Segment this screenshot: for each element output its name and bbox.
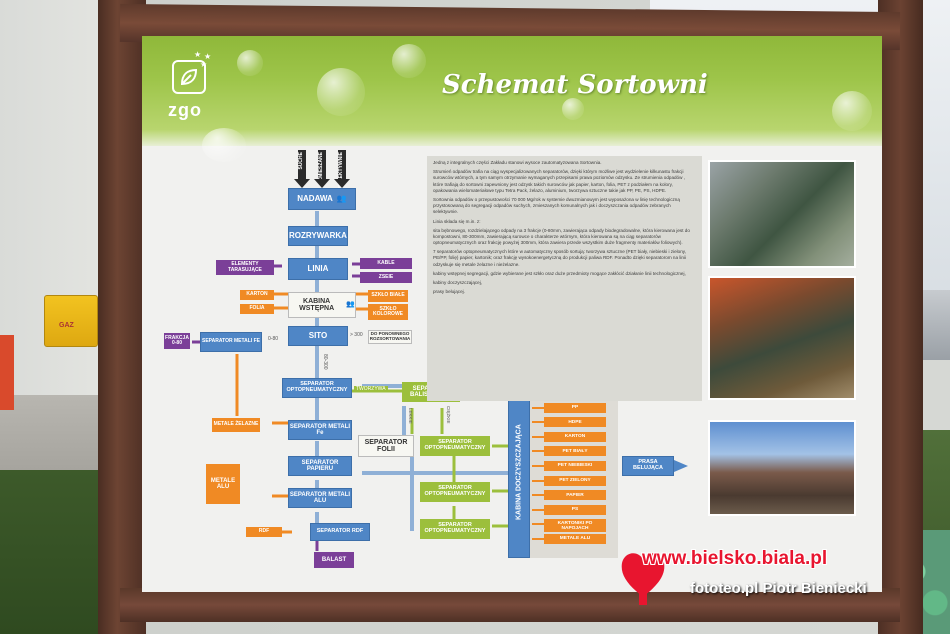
star-icon: ★ (204, 52, 212, 61)
output-arrow (532, 508, 544, 511)
output-arrow (532, 450, 544, 453)
kable-box: KABLE (360, 258, 412, 269)
intro-paragraph: Sortownia odpadów o przepustowości 70 00… (433, 196, 680, 215)
output-fraction-box: PS (544, 504, 606, 515)
separator-folii-box: SEPARATOR FOLII (358, 435, 414, 457)
tworzywa-label: TWORZYWA (354, 386, 388, 392)
separator-papieru-box: SEPARATOR PAPIERU (288, 456, 352, 476)
karton-box: KARTON (240, 290, 274, 300)
heart-logo-icon (621, 553, 665, 605)
photo-credit: fototeo.pl Piotr Bieniecki (690, 580, 867, 597)
logo-text: zgo (168, 100, 202, 120)
star-icon: ★ (200, 60, 208, 69)
nadawa-box: NADAWA👥 (288, 188, 356, 210)
sign-board: ★ ★ ★ zgo Schemat Sortowni SUCHE ZMIESZA… (142, 36, 882, 592)
output-arrow (532, 538, 544, 540)
intro-paragraph: Jedną z integralnych części Zakładu stan… (433, 160, 602, 165)
photo-loader (708, 420, 856, 516)
zseie-box: ZSEIE (360, 272, 412, 283)
intro-paragraph: Strumień odpadów trafia na ciąg wyspecja… (433, 169, 685, 193)
output-fraction-box: PP (544, 402, 606, 413)
output-arrow (532, 494, 544, 497)
output-fraction-box: PAPIER (544, 490, 606, 501)
input-arrow: ZMIESZANE (314, 150, 330, 188)
star-icon: ★ (194, 50, 202, 59)
rdf-box: RDF (246, 527, 282, 537)
intro-paragraph: Linia składa się m.in. z: (433, 218, 481, 224)
water-drop (317, 68, 365, 116)
balast-box: BALAST (314, 552, 354, 568)
watermark-url: www.bielsko.biala.pl (642, 548, 828, 569)
arrow-right-icon (674, 460, 688, 472)
szklo-kolorowe-box: SZKŁO KOLOROWE (368, 304, 408, 320)
label-0-80: 0-80 (268, 336, 279, 342)
workers-icon: 👥 (336, 193, 347, 203)
pavement (0, 395, 110, 475)
line-item: sita bębnowego, rozdzielającego odpady n… (433, 227, 690, 246)
output-arrow (532, 465, 544, 467)
output-fraction-box: PET NIEBIESKI (544, 461, 606, 471)
output-fraction-box: PET BIAŁY (544, 446, 606, 457)
line-item: 7 separatorów optopneumatycznych które w… (433, 249, 687, 267)
sign-title: Schemat Sortowni (442, 70, 708, 100)
line-item: prasy belującej. (433, 289, 465, 295)
output-arrow (532, 435, 544, 438)
frakcja-box: FRAKCJA 0-80 (164, 333, 190, 349)
input-arrow: SUCHE (294, 150, 310, 188)
line-item: kabiny wstępnej segregacji, gdzie wybier… (433, 270, 686, 276)
folia-box: FOLIA (240, 304, 274, 314)
label-300: > 300 (350, 332, 363, 338)
ciezkie-label: CIĘŻKIE (446, 406, 451, 424)
output-arrow (532, 523, 544, 526)
red-post (0, 335, 14, 410)
separator-rdf-box: SEPARATOR RDF (310, 523, 370, 541)
metale-alu-box: METALE ALU (206, 464, 240, 504)
line-item: kabiny doczyszczającej, (433, 280, 483, 285)
do-ponownego-box: DO PONOWNEGO ROZSORTOWANIA (368, 330, 412, 344)
wooden-beam-bottom (120, 588, 900, 622)
water-drop (202, 128, 246, 162)
separator-opto-2-box: SEPARATOR OPTOPNEUMATYCZNY (420, 436, 490, 456)
wooden-post-left (98, 0, 146, 634)
separator-opto-1-box: SEPARATOR OPTOPNEUMATYCZNY (282, 378, 352, 398)
separator-metali-fe-box: SEPARATOR METALI Fe (288, 420, 352, 440)
separator-opto-4-box: SEPARATOR OPTOPNEUMATYCZNY (420, 519, 490, 539)
elementy-box: ELEMENTY TARASUJĄCE (216, 260, 274, 275)
metale-zelazne-box: METALE ŻELAZNE (212, 418, 260, 432)
water-drop (237, 50, 263, 76)
output-fraction-box: KARTON (544, 431, 606, 442)
linia-box: LINIA (288, 258, 348, 280)
output-arrow (532, 479, 544, 482)
separator-metali-fe-left-box: SEPARATOR METALI FE (200, 332, 262, 352)
separator-metali-alu-box: SEPARATOR METALI ALU (288, 488, 352, 508)
description-panel: Jedną z integralnych części Zakładu stan… (427, 156, 702, 401)
water-drop (562, 98, 584, 120)
output-fraction-box: METALE ALU (544, 534, 606, 544)
gas-meter-box: GAZ (44, 295, 98, 347)
separator-opto-3-box: SEPARATOR OPTOPNEUMATYCZNY (420, 482, 490, 502)
output-arrow (532, 421, 544, 424)
output-fraction-box: KARTONIKI PO NAPOJACH (544, 519, 606, 533)
photo-machine (708, 276, 856, 400)
photo-sorting-line (708, 160, 856, 268)
wooden-post-right (878, 0, 923, 634)
gas-label: GAZ (59, 322, 74, 329)
kabina-doczyszczajaca-box: KABINA DOCZYSZCZAJĄCA (508, 386, 530, 558)
label-80-300: 80-300 (322, 354, 328, 370)
input-arrow: SELEKTYWNIE (334, 150, 350, 189)
szklo-biale-box: SZKŁO BIAŁE (368, 290, 408, 302)
output-fraction-box: HDPE (544, 417, 606, 428)
lekkie-label: LEKKIE (408, 408, 413, 424)
water-drop (392, 44, 426, 78)
output-arrow (532, 406, 544, 409)
workers-icon: 👥 (346, 301, 355, 309)
sign-header (142, 36, 882, 162)
rozrywarka-box: ROZRYWARKA (288, 226, 348, 246)
output-fraction-box: PET ZIELONY (544, 475, 606, 486)
prasa-belujaca-box: PRASA BELUJĄCA (622, 456, 674, 476)
logo-leaf-icon (172, 60, 206, 94)
kabina-wstepna-box: KABINA WSTĘPNA👥 (288, 292, 356, 318)
sito-box: SITO (288, 326, 348, 346)
water-drop (832, 91, 872, 131)
